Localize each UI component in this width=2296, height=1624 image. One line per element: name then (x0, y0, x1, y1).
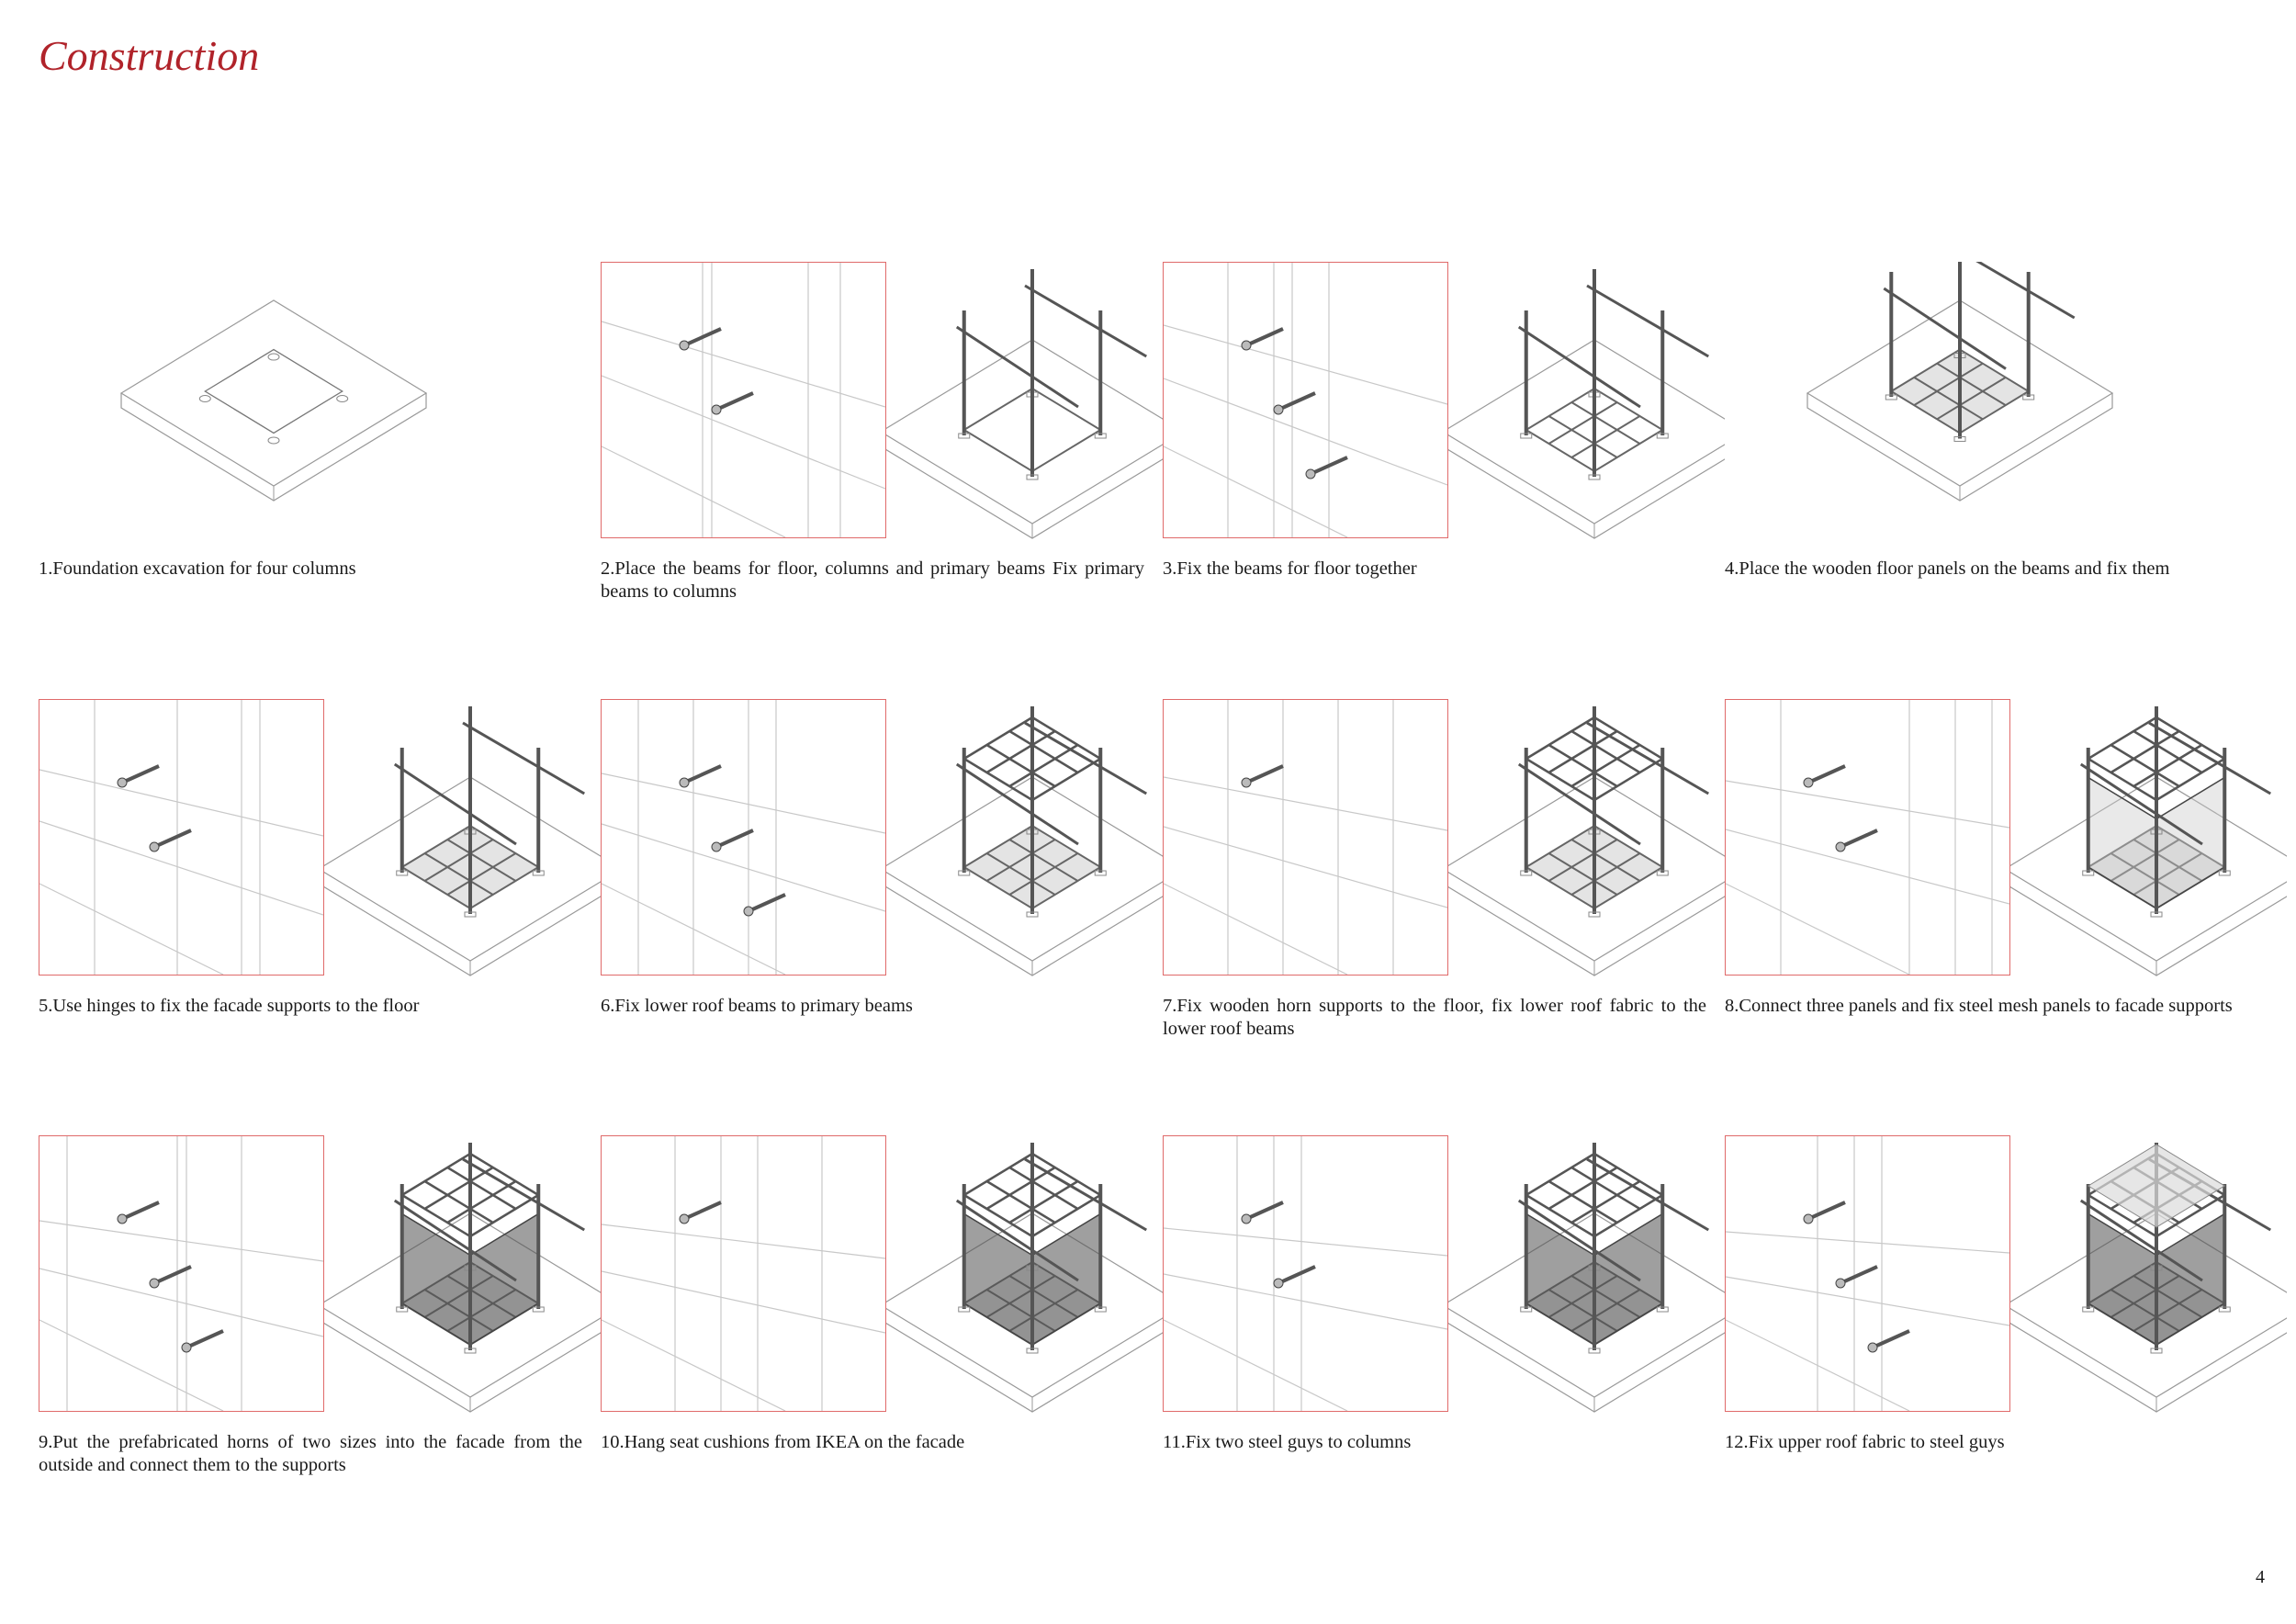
isometric-drawing (879, 1143, 1163, 1413)
detail-view (1163, 1135, 1448, 1412)
isometric-drawing (1441, 706, 1725, 976)
screw-icon (711, 829, 754, 852)
roof-fabric (2087, 1144, 2226, 1228)
screw-icon (743, 893, 786, 917)
screw-icon (679, 764, 722, 788)
construction-step-1: 1.Foundation excavation for four columns (39, 262, 601, 648)
step-caption: 3.Fix the beams for floor together (1163, 558, 1417, 579)
construction-step-10: 10.Hang seat cushions from IKEA on the f… (601, 1135, 1163, 1521)
screw-icon (181, 1329, 224, 1353)
isometric-drawing (879, 269, 1163, 539)
detail-drawing (39, 1136, 324, 1412)
screw-icon (679, 327, 722, 351)
step-caption: 12.Fix upper roof fabric to steel guys (1725, 1432, 2005, 1452)
detail-view (1163, 262, 1448, 538)
construction-step-3: 3.Fix the beams for floor together (1163, 262, 1725, 648)
isometric-drawing (879, 706, 1163, 976)
isometric-drawing (119, 299, 428, 502)
isometric-drawing (317, 1143, 601, 1413)
isometric-drawing (2003, 706, 2287, 976)
detail-view (1725, 699, 2010, 976)
detail-drawing (1163, 700, 1448, 976)
construction-step-6: 6.Fix lower roof beams to primary beams (601, 699, 1163, 1085)
screw-icon (117, 764, 160, 788)
screw-icon (149, 829, 192, 852)
step-caption: 1.Foundation excavation for four columns (39, 558, 356, 579)
detail-view (1163, 699, 1448, 976)
detail-drawing (39, 700, 324, 976)
construction-step-2: 2.Place the beams for floor, columns and… (601, 262, 1163, 648)
step-caption: 5.Use hinges to fix the facade supports … (39, 996, 420, 1016)
detail-view (601, 1135, 886, 1412)
detail-drawing (1725, 700, 2010, 976)
foundation-slab (879, 339, 1163, 524)
construction-step-9: 9.Put the prefabricated horns of two siz… (39, 1135, 601, 1521)
detail-view (1725, 1135, 2010, 1412)
screw-icon (1241, 327, 1284, 351)
screw-icon (1273, 1265, 1316, 1289)
screw-icon (117, 1201, 160, 1224)
isometric-drawing (1441, 1143, 1725, 1413)
screw-icon (1273, 391, 1316, 415)
foundation-slab (119, 299, 428, 487)
detail-drawing (601, 1136, 886, 1412)
page-number: 4 (2256, 1567, 2265, 1587)
foundation-slab (1441, 339, 1725, 524)
screw-icon (1867, 1329, 1910, 1353)
screw-icon (1803, 764, 1846, 788)
screw-icon (679, 1201, 722, 1224)
isometric-drawing (1806, 262, 2114, 502)
isometric-drawing (317, 706, 601, 976)
screw-icon (1835, 829, 1878, 852)
detail-view (39, 1135, 324, 1412)
isometric-drawing (1441, 269, 1725, 539)
isometric-drawing (2003, 1143, 2287, 1413)
excavation-outline (204, 348, 343, 434)
screw-icon (1803, 1201, 1846, 1224)
screw-icon (1241, 1201, 1284, 1224)
detail-drawing (1163, 1136, 1448, 1412)
screw-icon (1241, 764, 1284, 788)
detail-view (39, 699, 324, 976)
construction-step-8: 8.Connect three panels and fix steel mes… (1725, 699, 2287, 1085)
detail-drawing (1725, 1136, 2010, 1412)
step-caption: 4.Place the wooden floor panels on the b… (1725, 558, 2170, 579)
screw-icon (149, 1265, 192, 1289)
detail-drawing (601, 700, 886, 976)
step-caption: 10.Hang seat cushions from IKEA on the f… (601, 1432, 965, 1452)
step-caption: 9.Put the prefabricated horns of two siz… (39, 1432, 582, 1475)
screw-icon (1305, 456, 1348, 479)
screw-icon (711, 391, 754, 415)
detail-view (601, 699, 886, 976)
step-caption: 7.Fix wooden horn supports to the floor,… (1163, 996, 1706, 1039)
detail-view (601, 262, 886, 538)
step-caption: 2.Place the beams for floor, columns and… (601, 558, 1144, 602)
screw-icon (1835, 1265, 1878, 1289)
construction-step-12: 12.Fix upper roof fabric to steel guys (1725, 1135, 2287, 1521)
construction-step-4: 4.Place the wooden floor panels on the b… (1725, 262, 2287, 648)
construction-step-5: 5.Use hinges to fix the facade supports … (39, 699, 601, 1085)
step-caption: 6.Fix lower roof beams to primary beams (601, 996, 913, 1016)
construction-step-7: 7.Fix wooden horn supports to the floor,… (1163, 699, 1725, 1085)
step-caption: 11.Fix two steel guys to columns (1163, 1432, 1412, 1452)
detail-drawing (1163, 263, 1448, 538)
step-caption: 8.Connect three panels and fix steel mes… (1725, 996, 2233, 1016)
detail-drawing (601, 263, 886, 538)
page-title: Construction (39, 32, 260, 79)
construction-step-11: 11.Fix two steel guys to columns (1163, 1135, 1725, 1521)
